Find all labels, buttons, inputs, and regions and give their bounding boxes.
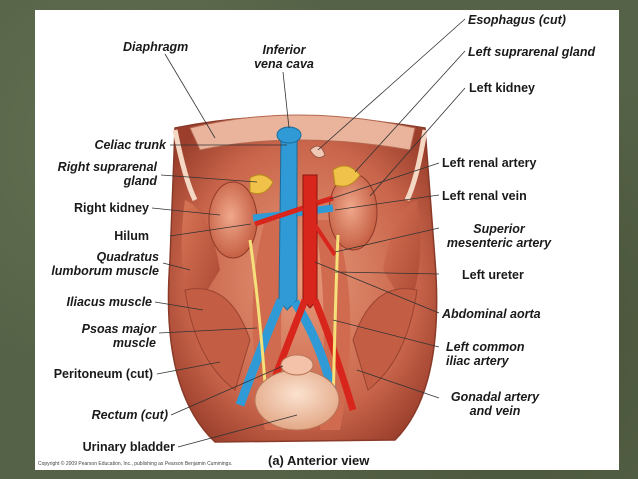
- left-rib-edge: [172, 129, 198, 202]
- label-quadratus-lumborum: Quadratus lumborum muscle: [35, 250, 159, 278]
- anatomy-illustration: [151, 18, 466, 448]
- label-gonadal-line2: and vein: [469, 404, 521, 418]
- label-diaphragm: Diaphragm: [123, 40, 189, 54]
- label-psoas-line1: Psoas major: [81, 322, 156, 336]
- label-quadratus-line2: lumborum muscle: [51, 264, 159, 278]
- label-right-kidney: Right kidney: [73, 201, 149, 215]
- figure-card: Diaphragm Inferior vena cava Celiac trun…: [35, 10, 619, 470]
- label-psoas-major: Psoas major muscle: [35, 322, 156, 350]
- label-sma-line1: Superior: [473, 222, 525, 236]
- right-suprarenal-shape: [249, 174, 274, 195]
- label-quadratus-line1: Quadratus: [96, 250, 159, 264]
- label-right-suprarenal-line1: Right suprarenal: [57, 160, 157, 174]
- label-rectum: Rectum (cut): [91, 408, 168, 422]
- label-superior-mesenteric-artery: Superior mesenteric artery: [436, 222, 562, 250]
- copyright-notice: Copyright © 2009 Pearson Education, Inc.…: [38, 461, 233, 467]
- label-inferior-vena-cava-line1: Inferior: [262, 43, 306, 57]
- left-iliacus-muscle: [352, 288, 418, 391]
- label-abdominal-aorta: Abdominal aorta: [442, 307, 541, 321]
- esophagus-shape: [309, 145, 326, 159]
- right-iliacus-muscle: [184, 288, 251, 391]
- label-right-suprarenal-gland: Right suprarenal gland: [35, 160, 157, 188]
- label-left-renal-vein: Left renal vein: [442, 189, 527, 203]
- left-quadratus-muscle: [383, 200, 421, 310]
- label-iliacus-muscle: Iliacus muscle: [66, 295, 152, 309]
- right-renal-artery: [254, 205, 304, 227]
- label-left-kidney: Left kidney: [469, 81, 535, 95]
- label-left-renal-artery: Left renal artery: [442, 156, 537, 170]
- right-rib-edge: [404, 129, 428, 202]
- label-hilum: Hilum: [114, 229, 149, 243]
- label-gonadal-line1: Gonadal artery: [450, 390, 540, 404]
- label-lcia-line2: iliac artery: [446, 354, 509, 368]
- right-iliac-vein: [235, 298, 286, 407]
- sma-shape: [313, 223, 337, 257]
- diaphragm-shape: [189, 114, 416, 151]
- label-celiac-trunk: Celiac trunk: [94, 138, 166, 152]
- figure-caption: (a) Anterior view: [268, 453, 370, 468]
- rectum-shape: [280, 354, 314, 376]
- label-inferior-vena-cava-line2: vena cava: [254, 57, 314, 71]
- label-psoas-line2: muscle: [112, 336, 156, 350]
- right-quadratus-muscle: [181, 200, 220, 310]
- leader-lines: [151, 18, 466, 448]
- label-left-suprarenal-gland: Left suprarenal gland: [468, 45, 596, 59]
- vena-cava-top: [276, 126, 302, 144]
- label-right-suprarenal-line2: gland: [123, 174, 157, 188]
- label-sma-line2: mesenteric artery: [446, 236, 552, 250]
- label-lcia-line1: Left common: [446, 340, 525, 354]
- bladder-shape: [254, 369, 340, 431]
- aorta-shape: [302, 174, 318, 309]
- label-left-ureter: Left ureter: [462, 268, 524, 282]
- left-suprarenal-shape: [332, 165, 361, 187]
- label-left-common-iliac-artery: Left common iliac artery: [446, 340, 524, 368]
- label-inferior-vena-cava: Inferior vena cava: [247, 43, 321, 71]
- label-peritoneum: Peritoneum (cut): [53, 367, 153, 381]
- label-urinary-bladder: Urinary bladder: [82, 440, 175, 454]
- vena-cava-shape: [278, 134, 298, 311]
- label-gonadal-artery-vein: Gonadal artery and vein: [445, 390, 545, 418]
- label-esophagus: Esophagus (cut): [468, 13, 566, 27]
